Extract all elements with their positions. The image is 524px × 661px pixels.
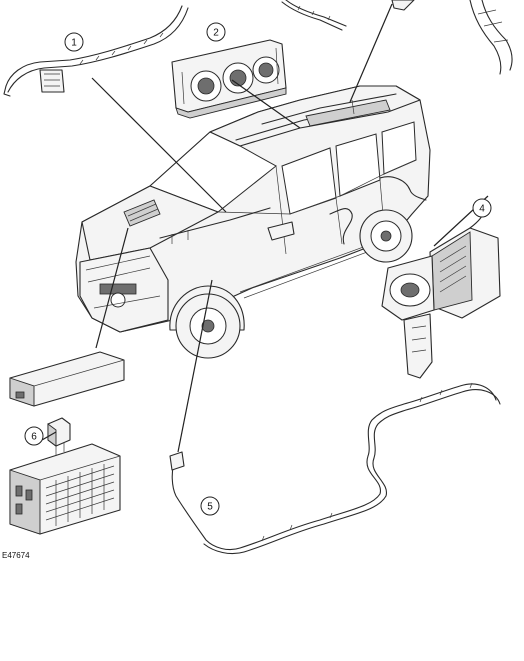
leader-line-5 bbox=[177, 279, 213, 453]
leader-line-roof bbox=[349, 3, 393, 103]
callout-6: 6 bbox=[24, 426, 44, 446]
callout-5: 5 bbox=[200, 496, 220, 516]
callout-2: 2 bbox=[206, 22, 226, 42]
leader-line-1 bbox=[91, 77, 227, 213]
svg-text:4: 4 bbox=[479, 204, 485, 215]
svg-text:5: 5 bbox=[207, 502, 213, 513]
component-2-control-panel bbox=[171, 39, 287, 119]
component-1-harness bbox=[3, 5, 189, 97]
callout-4: 4 bbox=[472, 198, 492, 218]
svg-text:6: 6 bbox=[31, 432, 37, 443]
roof-cable-fragment bbox=[281, 0, 347, 31]
svg-text:2: 2 bbox=[213, 28, 219, 39]
component-6-fuse-box bbox=[9, 417, 121, 535]
leader-line-6 bbox=[41, 431, 57, 441]
vehicle-body bbox=[75, 85, 431, 359]
top-right-fragments bbox=[391, 0, 513, 75]
component-4-hvac-unit bbox=[381, 205, 501, 379]
leader-line-2 bbox=[231, 79, 301, 129]
component-module-cover bbox=[9, 351, 125, 407]
component-5-harness bbox=[169, 382, 501, 555]
svg-text:1: 1 bbox=[71, 38, 77, 49]
callout-1: 1 bbox=[64, 32, 84, 52]
leader-line-cover bbox=[95, 227, 129, 349]
figure-reference: E47674 bbox=[2, 551, 30, 560]
